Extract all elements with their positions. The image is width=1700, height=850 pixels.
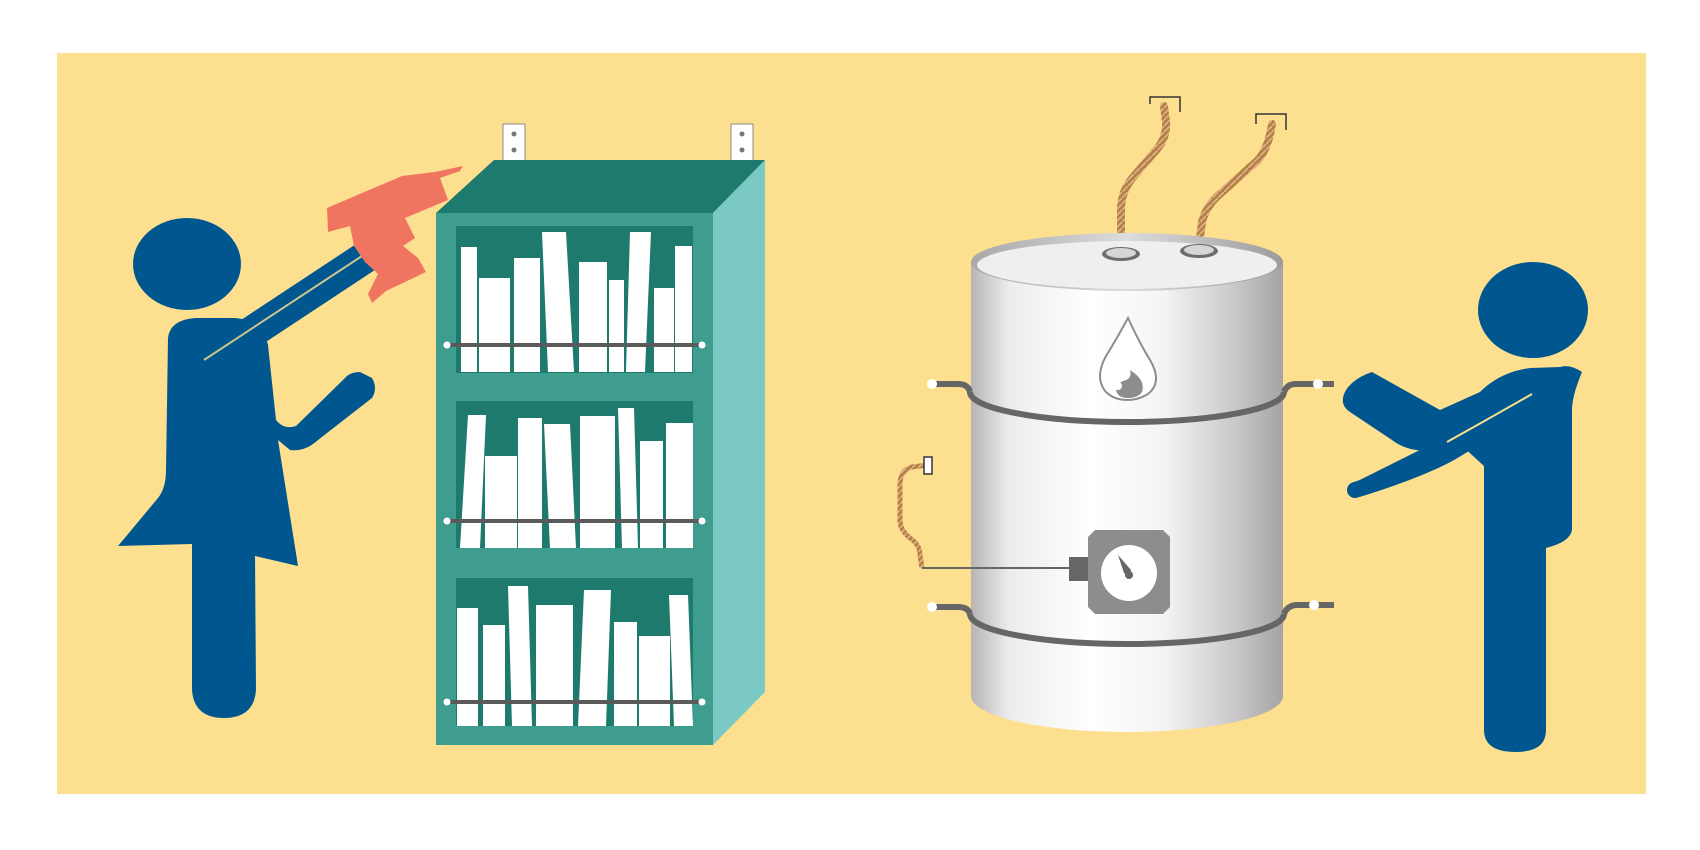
left-person xyxy=(118,218,383,718)
drill-icon xyxy=(327,166,463,303)
left-person-arm xyxy=(201,240,383,371)
tank-body xyxy=(971,262,1283,732)
upper-strap xyxy=(927,379,1334,425)
lower-strap xyxy=(927,600,1334,647)
right-person-head xyxy=(1478,262,1588,358)
right-person-arm-curve xyxy=(1347,387,1540,498)
water-heater-pipes xyxy=(1117,96,1287,255)
gauge-icon xyxy=(1088,530,1170,614)
bookcase-side xyxy=(713,160,765,745)
right-person-arm-outline xyxy=(1446,393,1533,443)
bookcase-straps xyxy=(443,341,706,706)
left-person-arm-outline xyxy=(203,255,363,361)
gas-valve xyxy=(1069,557,1089,581)
books-shelf-1 xyxy=(461,232,692,372)
left-person-body xyxy=(118,318,375,718)
wall-bracket-right xyxy=(730,123,754,163)
books-shelf-2 xyxy=(460,408,693,548)
bookcase xyxy=(436,123,765,745)
right-person-body xyxy=(1342,366,1582,752)
wall-bracket-left xyxy=(502,123,526,163)
flame-icon xyxy=(1099,315,1157,402)
bookcase-top xyxy=(436,160,765,213)
right-person xyxy=(1342,262,1588,752)
gas-line xyxy=(897,456,1089,581)
water-heater xyxy=(897,96,1334,732)
left-person-head xyxy=(133,218,241,310)
